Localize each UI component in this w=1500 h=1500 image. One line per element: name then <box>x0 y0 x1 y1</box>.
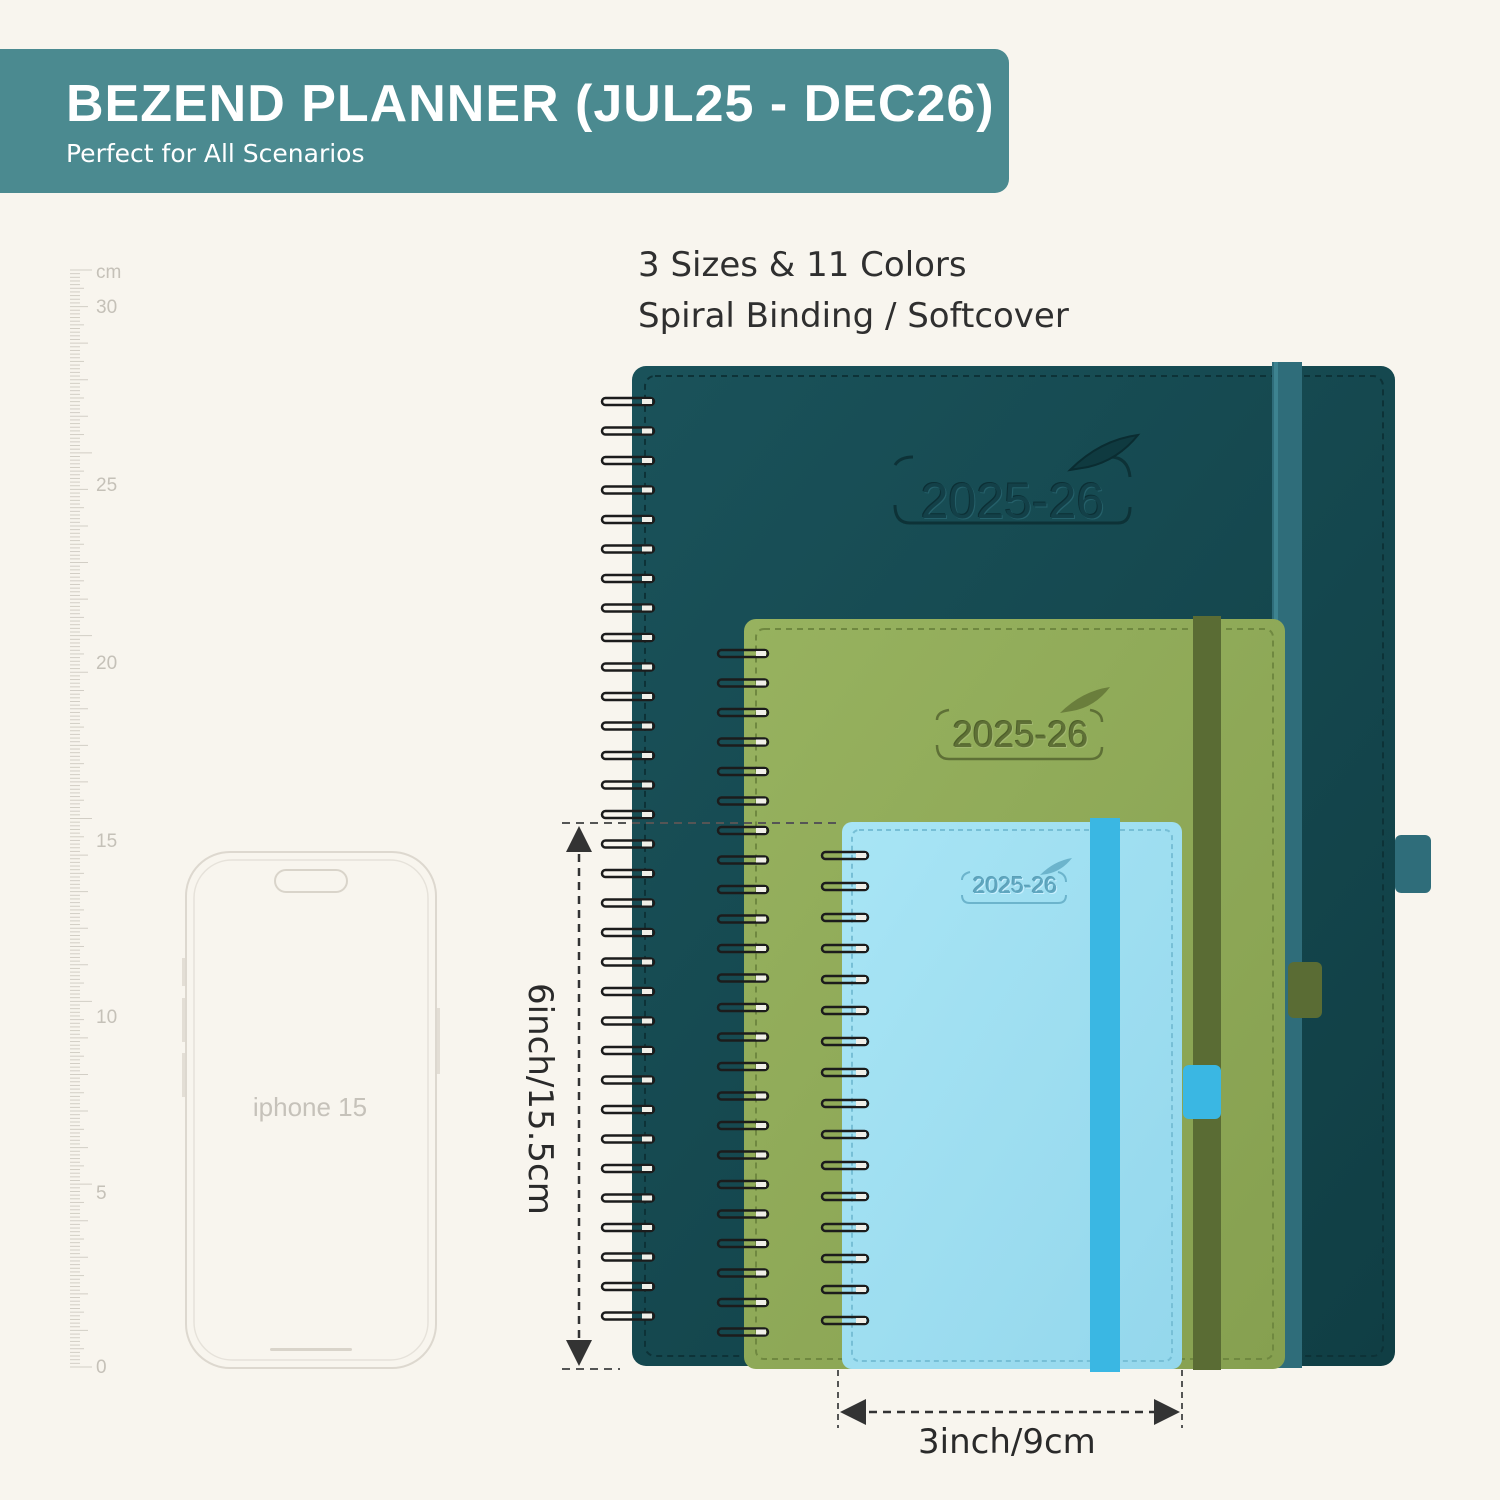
width-dimension-guide <box>837 1370 1183 1428</box>
ruler-label-10: 10 <box>96 1007 118 1028</box>
banner-subtitle: Perfect for All Scenarios <box>66 139 365 168</box>
banner-title: BEZEND PLANNER (JUL25 - DEC26) <box>66 75 995 133</box>
height-dimension-label: 6inch/15.5cm <box>520 983 560 1215</box>
caption-binding: Spiral Binding / Softcover <box>638 296 1069 336</box>
pen-loop-large <box>1395 835 1431 893</box>
phone-label: iphone 15 <box>252 1092 368 1122</box>
elastic-band-small <box>1090 818 1120 1372</box>
title-banner: BEZEND PLANNER (JUL25 - DEC26) Perfect f… <box>0 49 1009 193</box>
spiral-large <box>600 396 656 1321</box>
ruler-label-30: 30 <box>96 297 118 318</box>
ruler-label-5: 5 <box>96 1183 107 1204</box>
pen-loop-medium <box>1288 962 1322 1018</box>
caption-sizes-colors: 3 Sizes & 11 Colors <box>638 245 967 285</box>
ruler-label-0: 0 <box>96 1357 107 1378</box>
spiral-small <box>820 850 870 1326</box>
ruler-label-20: 20 <box>96 653 118 674</box>
ruler-label-15: 15 <box>96 831 118 852</box>
planner-small-year: 2025-26 <box>972 872 1058 898</box>
width-dimension-label: 3inch/9cm <box>918 1422 1096 1462</box>
planner-medium-year: 2025-26 <box>952 714 1089 755</box>
planner-small <box>820 818 1221 1372</box>
elastic-band-medium <box>1193 616 1221 1370</box>
spiral-medium <box>716 648 770 1337</box>
phone-outline <box>182 851 440 1369</box>
height-dimension-guide <box>562 822 842 1370</box>
planner-large-year: 2025-26 <box>920 473 1105 529</box>
ruler-ticks <box>70 269 92 1368</box>
ruler-unit: cm <box>96 262 122 283</box>
pen-loop-small <box>1183 1065 1221 1119</box>
ruler-label-25: 25 <box>96 475 118 496</box>
